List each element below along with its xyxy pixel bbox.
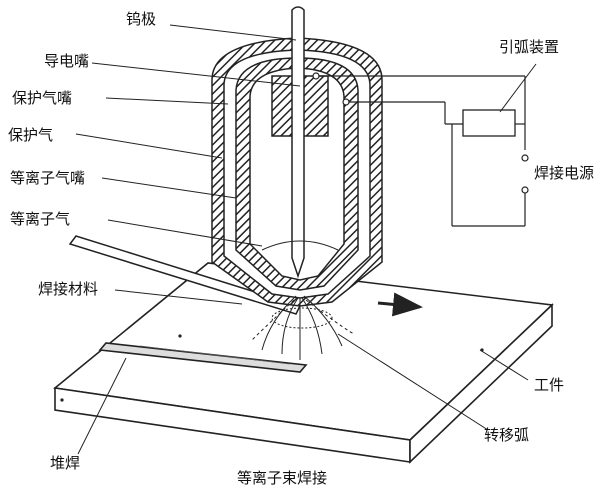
- leader-lines: [75, 24, 537, 455]
- label-shield-nozzle: 保护气嘴: [12, 89, 73, 107]
- torch: [211, 6, 383, 307]
- arc-starter-box: [462, 109, 516, 137]
- label-plasma-gas: 等离子气: [10, 210, 71, 228]
- label-tungsten: 钨极: [126, 10, 157, 28]
- workpiece-side-face: [409, 303, 553, 464]
- label-transferred-arc: 转移弧: [484, 426, 530, 444]
- plasma-arc: [251, 295, 355, 360]
- label-power-source: 焊接电源: [534, 164, 595, 182]
- travel-direction-arrow: [377, 292, 423, 317]
- workpiece-plate: [53, 262, 554, 464]
- circuit-wiring: [312, 72, 529, 227]
- label-filler: 焊接材料: [38, 280, 99, 298]
- label-contact-tip: 导电嘴: [44, 52, 90, 70]
- label-workpiece: 工件: [534, 376, 565, 394]
- label-overlay: 堆焊: [50, 454, 81, 472]
- diagram-caption: 等离子束焊接: [237, 469, 328, 487]
- label-shield-gas: 保护气: [8, 126, 54, 144]
- label-arc-starter: 引弧装置: [499, 38, 560, 56]
- label-plasma-nozzle: 等离子气嘴: [10, 169, 86, 187]
- weld-bead: [98, 342, 308, 373]
- tungsten-electrode: [291, 6, 305, 279]
